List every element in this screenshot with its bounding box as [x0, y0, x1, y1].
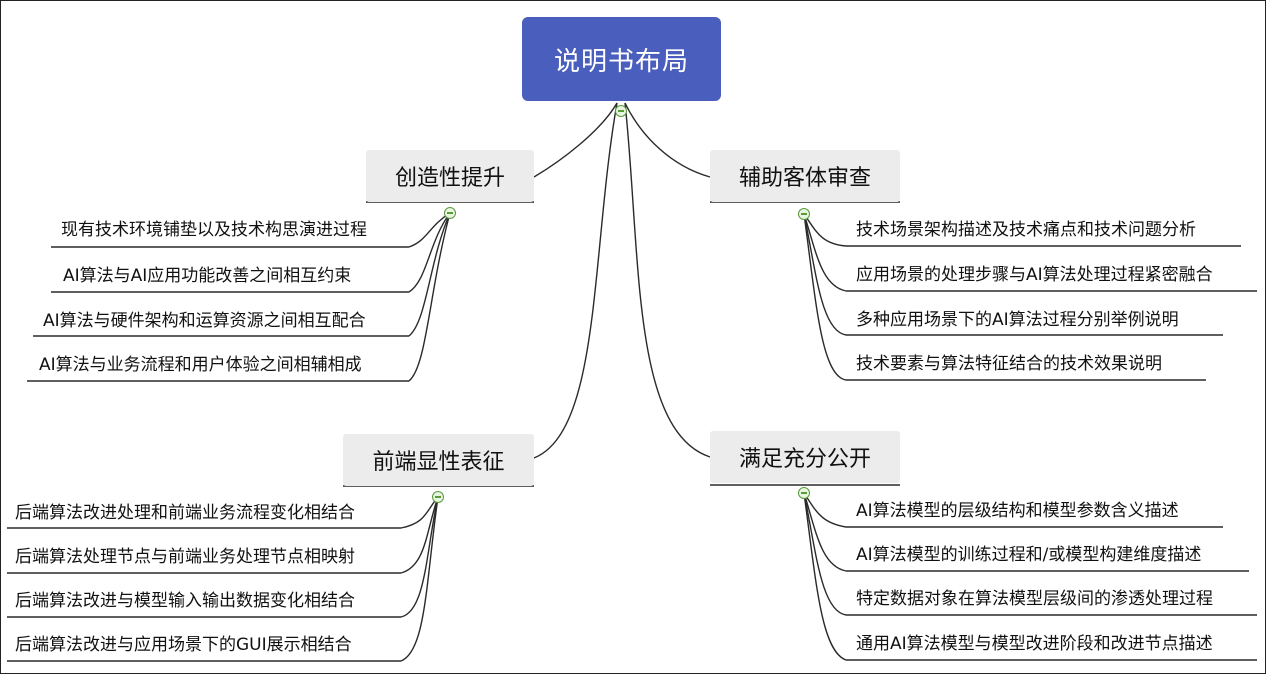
- branch-2-collapse-icon[interactable]: [798, 208, 810, 220]
- branch-4-item-4[interactable]: 通用AI算法模型与模型改进阶段和改进节点描述: [856, 634, 1213, 654]
- branch-node-4[interactable]: 满足充分公开: [710, 431, 900, 483]
- connector-b2-leaf-4: [803, 213, 847, 381]
- branch-node-2[interactable]: 辅助客体审查: [710, 150, 900, 202]
- connector-b4-leaf-4: [803, 492, 847, 661]
- connector-b2-leaf-1: [803, 213, 847, 247]
- connector-b1-leaf-3: [408, 212, 451, 337]
- connector-root-branch-1: [533, 102, 618, 178]
- branch-2-item-3[interactable]: 多种应用场景下的AI算法过程分别举例说明: [856, 310, 1179, 330]
- connector-b4-leaf-1: [803, 492, 847, 528]
- branch-node-3[interactable]: 前端显性表征: [343, 434, 534, 486]
- branch-4-item-2[interactable]: AI算法模型的训练过程和/或模型构建维度描述: [856, 545, 1202, 565]
- connector-b3-leaf-4: [400, 496, 439, 662]
- branch-node-label: 辅助客体审查: [738, 166, 871, 191]
- connector-b3-leaf-2: [400, 496, 439, 574]
- branch-1-collapse-icon[interactable]: [444, 207, 456, 219]
- branch-3-collapse-icon[interactable]: [432, 491, 444, 503]
- connector-b1-leaf-2: [408, 212, 451, 293]
- branch-2-item-1[interactable]: 技术场景架构描述及技术痛点和技术问题分析: [856, 220, 1196, 240]
- branch-2-item-2[interactable]: 应用场景的处理步骤与AI算法处理过程紧密融合: [856, 265, 1213, 285]
- branch-1-item-4[interactable]: AI算法与业务流程和用户体验之间相辅相成: [39, 355, 362, 375]
- connector-b2-leaf-3: [803, 213, 847, 336]
- connector-root-branch-2: [624, 102, 711, 178]
- branch-3-item-4[interactable]: 后端算法改进与应用场景下的GUI展示相结合: [15, 635, 352, 655]
- connector-b2-leaf-2: [803, 213, 847, 292]
- connector-b4-leaf-3: [803, 492, 847, 616]
- root-node[interactable]: 说明书布局: [522, 17, 721, 101]
- branch-node-1[interactable]: 创造性提升: [366, 150, 534, 202]
- branch-3-item-3[interactable]: 后端算法改进与模型输入输出数据变化相结合: [15, 591, 355, 611]
- branch-1-item-2[interactable]: AI算法与AI应用功能改善之间相互约束: [63, 266, 352, 286]
- branch-4-collapse-icon[interactable]: [798, 487, 810, 499]
- root-node-label: 说明书布局: [553, 46, 689, 77]
- branch-3-item-1[interactable]: 后端算法改进处理和前端业务流程变化相结合: [15, 503, 355, 523]
- connector-b3-leaf-3: [400, 496, 439, 618]
- branch-3-item-2[interactable]: 后端算法处理节点与前端业务处理节点相映射: [15, 547, 355, 567]
- connector-root-branch-3: [533, 102, 618, 459]
- connector-root-branch-4: [624, 102, 711, 458]
- branch-2-item-4[interactable]: 技术要素与算法特征结合的技术效果说明: [856, 354, 1162, 374]
- branch-4-item-3[interactable]: 特定数据对象在算法模型层级间的渗透处理过程: [856, 589, 1213, 609]
- connector-b4-leaf-2: [803, 492, 847, 572]
- branch-4-item-1[interactable]: AI算法模型的层级结构和模型参数含义描述: [856, 501, 1179, 521]
- root-collapse-icon[interactable]: [615, 105, 627, 117]
- connector-b1-leaf-4: [408, 212, 451, 382]
- branch-node-label: 满足充分公开: [738, 447, 871, 472]
- branch-node-label: 前端显性表征: [372, 450, 505, 475]
- branch-1-item-3[interactable]: AI算法与硬件架构和运算资源之间相互配合: [43, 311, 366, 331]
- branch-node-label: 创造性提升: [394, 166, 505, 191]
- branch-1-item-1[interactable]: 现有技术环境铺垫以及技术构思演进过程: [61, 220, 367, 240]
